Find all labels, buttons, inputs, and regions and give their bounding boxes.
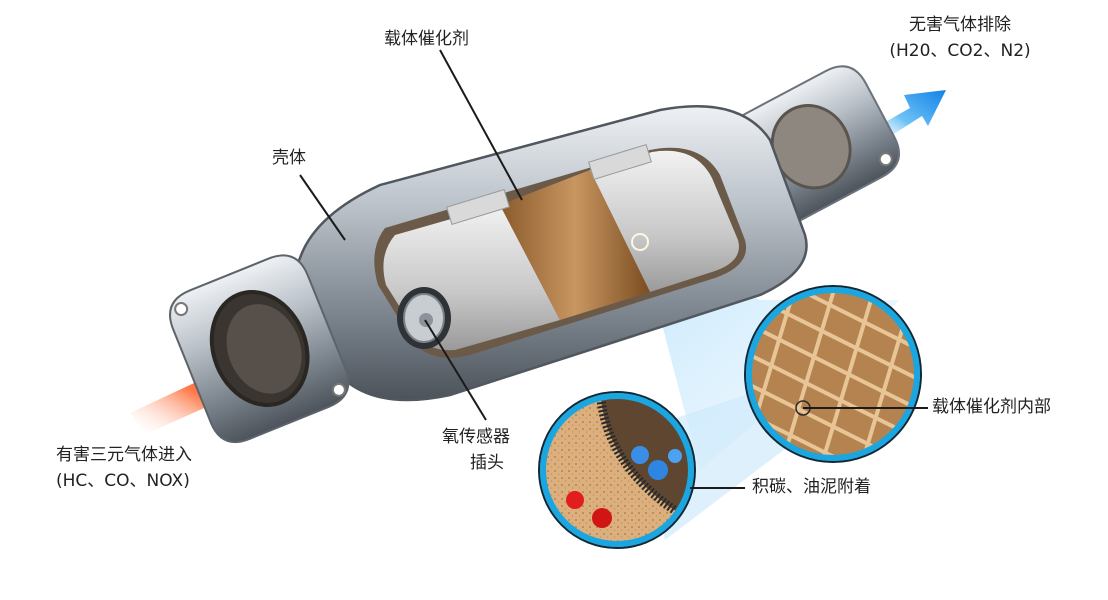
label-carrier-inside: 载体催化剂内部 [932,397,1051,417]
catalyst-band [500,170,650,320]
label-oxygen-sensor-line1: 氧传感器 [442,427,510,447]
label-shell: 壳体 [272,148,306,168]
honeycomb-zoom-ring-dark [744,285,922,463]
oxygen-sensor-port [397,287,451,349]
label-intake-title: 有害三元气体进入 [56,445,192,465]
label-exhaust-title: 无害气体排除 [909,15,1011,35]
brick-notches [446,143,652,226]
inlet-flange [169,254,350,443]
leader-shell [299,174,346,241]
honeycomb-zoom-ring [746,287,920,461]
label-carrier-catalyst: 载体催化剂 [384,29,469,49]
leader-carrier-catalyst [439,49,523,201]
leader-oxygen-sensor [424,319,487,421]
label-exhaust-gases: (H20、CO2、N2) [889,41,1031,61]
label-oxygen-sensor-line2: 插头 [470,453,504,473]
inspection-point [631,233,649,251]
label-deposits: 积碳、油泥附着 [752,477,871,497]
deposit-zoom-ring [540,393,694,547]
honeycomb-zoom [749,290,917,458]
deposit-zoom-ring-dark [538,391,696,549]
ceramic-brick-rear [590,150,739,292]
label-intake-gases: (HC、CO、NOX) [56,471,190,491]
